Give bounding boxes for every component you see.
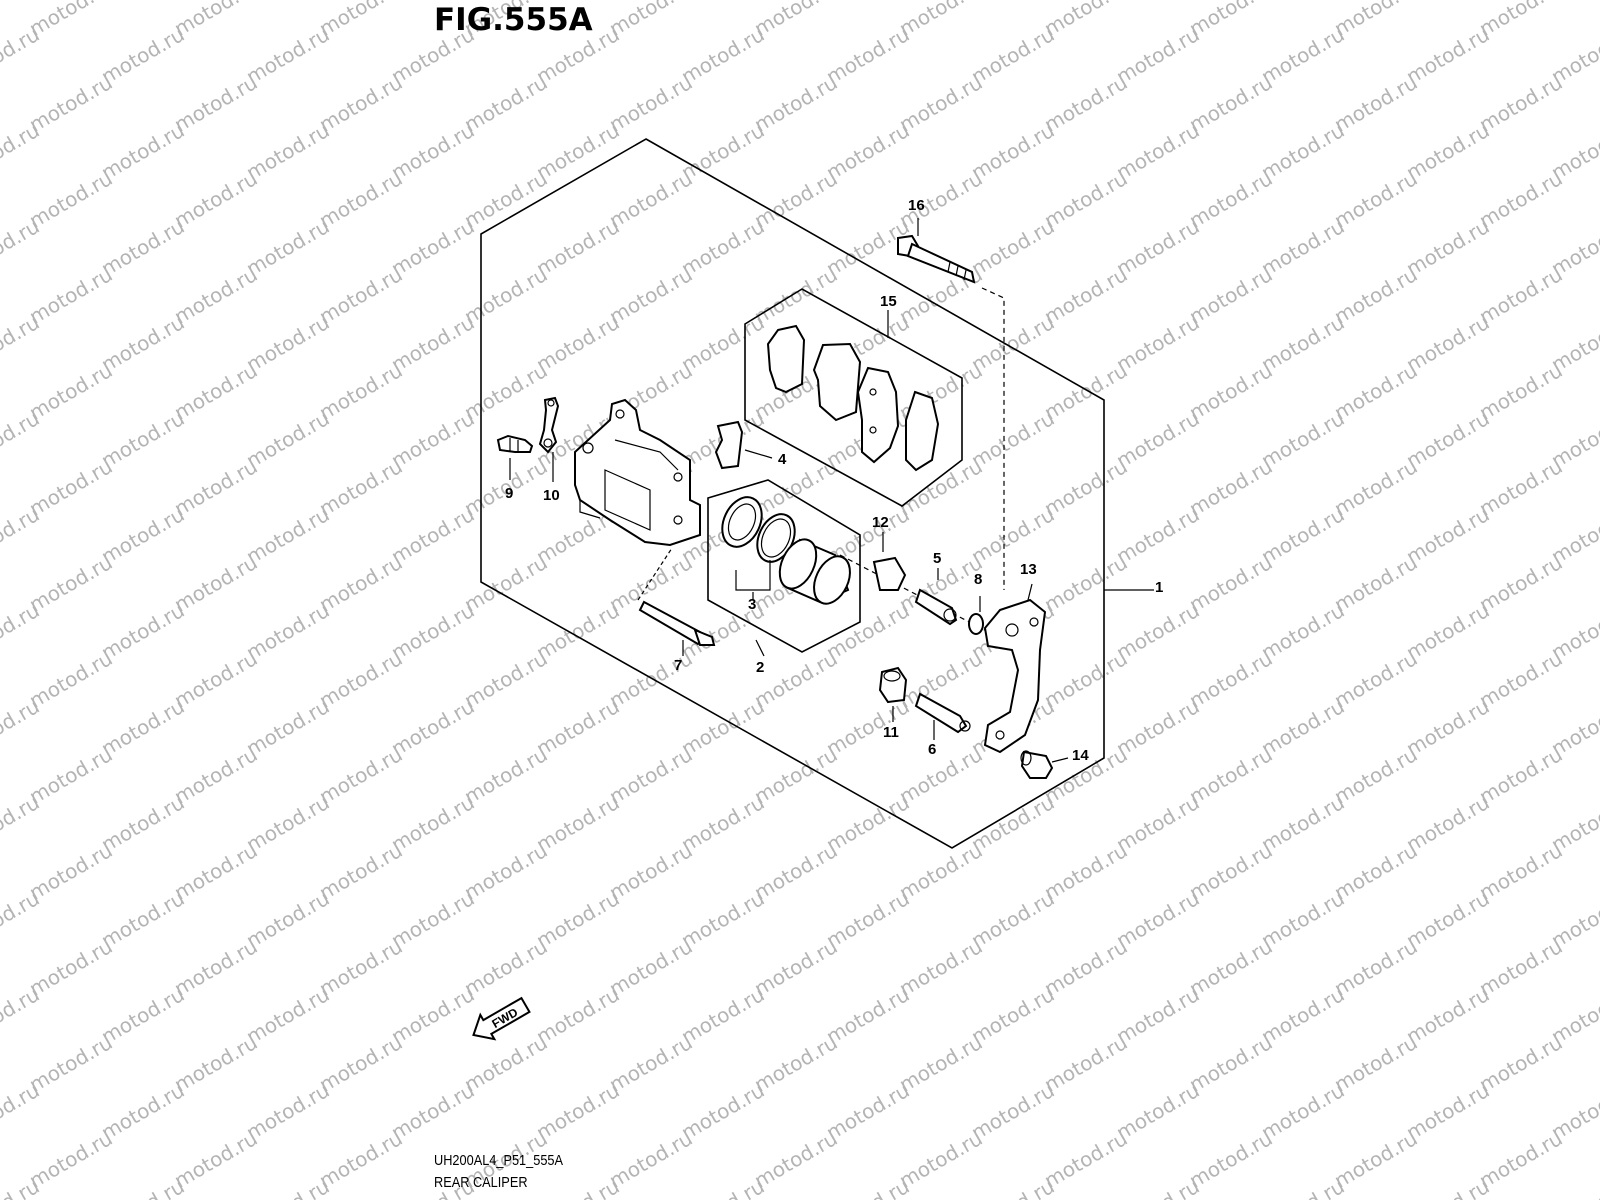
callout-7: 7 <box>674 657 682 674</box>
callout-1: 1 <box>1155 579 1163 596</box>
figure-title: FIG.555A <box>434 2 593 38</box>
callout-14: 14 <box>1072 747 1089 764</box>
callout-12: 12 <box>872 514 889 531</box>
slide-pin-lower <box>914 692 971 734</box>
assembly-boundary <box>480 138 1105 849</box>
slide-pin-upper <box>872 556 958 626</box>
caliper-pin <box>638 600 716 646</box>
callout-16: 16 <box>908 197 925 214</box>
callout-15: 15 <box>880 293 897 310</box>
callout-5: 5 <box>933 550 941 567</box>
piston-seals <box>721 496 796 563</box>
brake-pads <box>766 324 940 472</box>
bleeder-screw <box>496 434 534 453</box>
callout-4: 4 <box>778 451 787 468</box>
slide-pin-boot <box>878 666 908 704</box>
callout-6: 6 <box>928 741 936 758</box>
caliper-piston <box>778 538 851 605</box>
callout-2: 2 <box>756 659 764 676</box>
figure-caption: REAR CALIPER <box>434 1174 528 1191</box>
callout-9: 9 <box>505 485 513 502</box>
forward-arrow-icon: FWD <box>472 996 531 1041</box>
callout-labels: 1 2 3 4 5 6 7 8 9 10 11 12 13 14 15 16 <box>505 197 1163 764</box>
leader-lines <box>509 218 1154 763</box>
callout-10: 10 <box>543 487 560 504</box>
sleeve <box>1020 750 1054 779</box>
bleeder-cap <box>538 396 560 454</box>
pad-set-box <box>744 288 963 507</box>
caliper-body <box>574 398 701 547</box>
caliper-bracket <box>983 598 1047 754</box>
mounting-bolt <box>897 234 976 284</box>
callout-13: 13 <box>1020 561 1037 578</box>
figure-code: UH200AL4_P51_555A <box>434 1152 564 1169</box>
callout-3: 3 <box>748 596 756 613</box>
callout-8: 8 <box>974 571 982 588</box>
piston-kit-box <box>707 479 861 653</box>
pad-shim <box>714 420 744 470</box>
callout-11: 11 <box>883 724 899 741</box>
washer <box>968 613 984 635</box>
